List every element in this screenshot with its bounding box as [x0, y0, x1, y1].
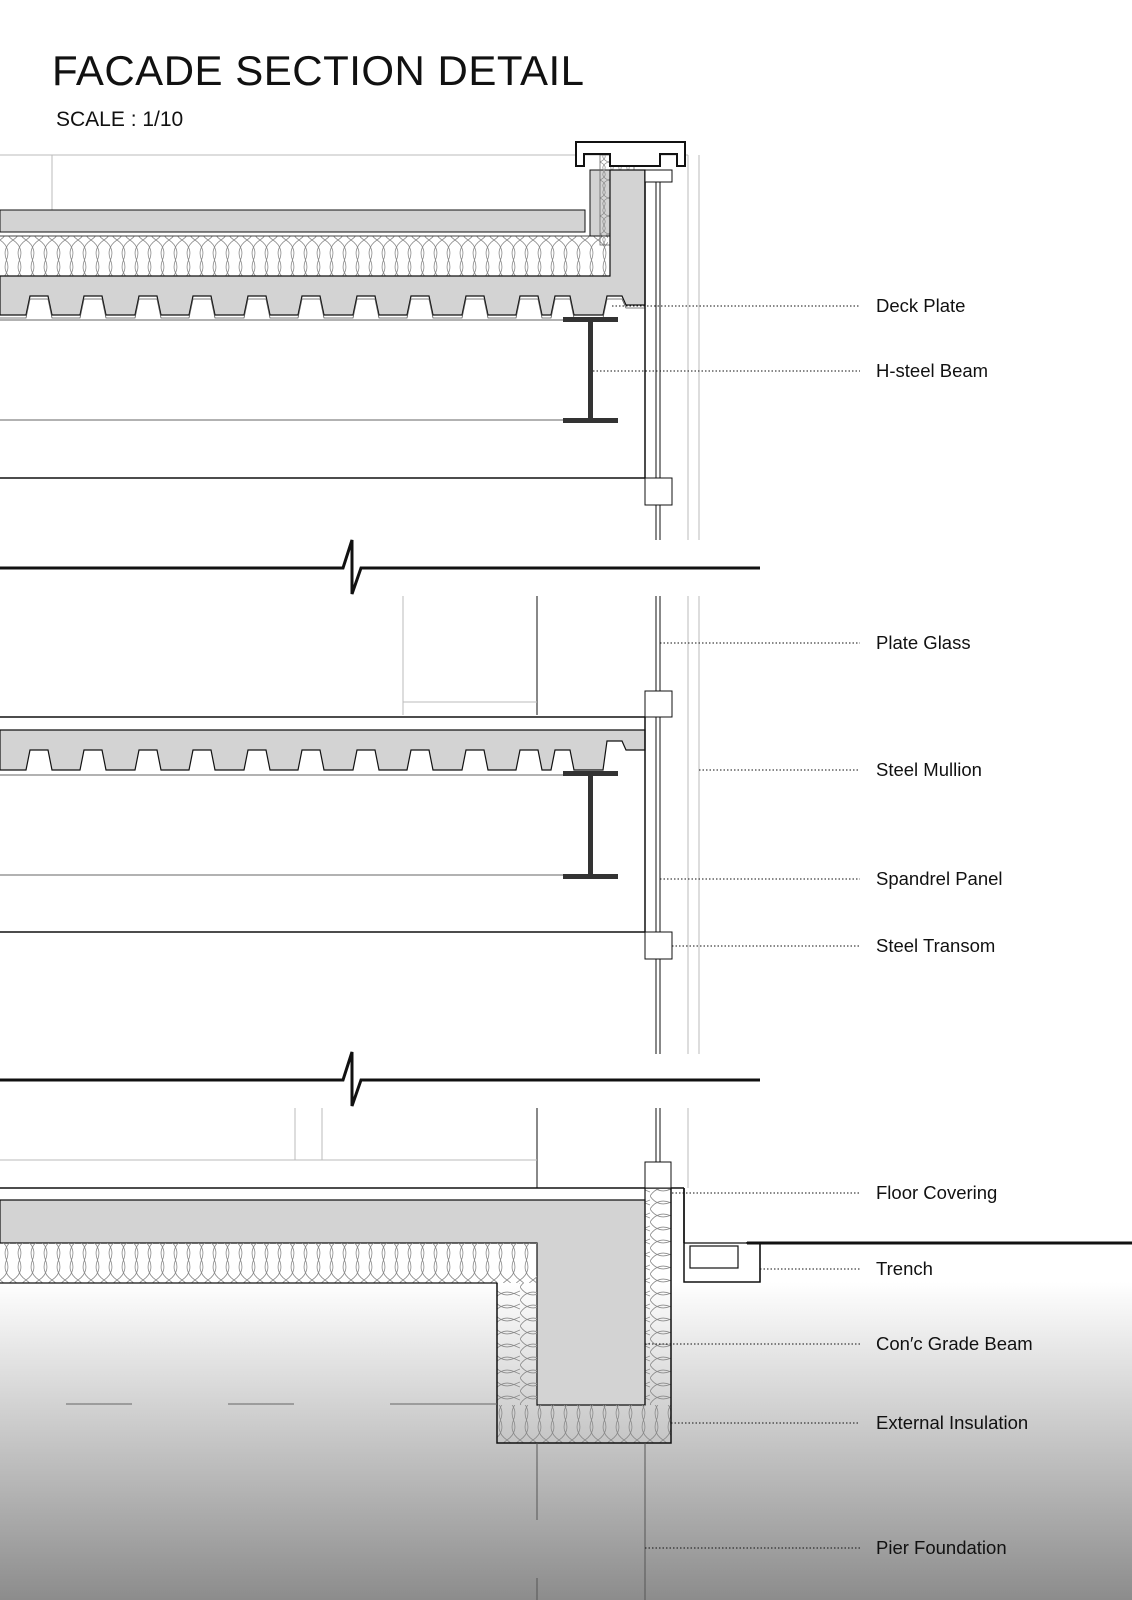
- scale-note: SCALE : 1/10: [56, 108, 184, 131]
- label-steel-mullion: Steel Mullion: [876, 759, 982, 780]
- roof-section: [0, 141, 700, 540]
- leader-lines: [593, 305, 860, 1549]
- label-external-insulation: External Insulation: [876, 1412, 1029, 1433]
- label-h-steel-beam: H-steel Beam: [876, 360, 989, 381]
- label-conc-grade-beam: Con′c Grade Beam: [876, 1333, 1033, 1354]
- ground-floor-section: [0, 1108, 1132, 1600]
- break-line-upper: [0, 539, 760, 595]
- break-line-lower: [0, 1051, 760, 1107]
- label-floor-covering: Floor Covering: [876, 1182, 998, 1203]
- label-steel-transom: Steel Transom: [876, 935, 996, 956]
- label-spandrel-panel: Spandrel Panel: [876, 868, 1003, 889]
- middle-floor-section: [0, 596, 700, 1054]
- label-plate-glass: Plate Glass: [876, 632, 971, 653]
- label-deck-plate: Deck Plate: [876, 295, 966, 316]
- sheet-title: FACADE SECTION DETAIL: [52, 47, 585, 94]
- label-pier-foundation: Pier Foundation: [876, 1537, 1007, 1558]
- label-trench: Trench: [876, 1258, 933, 1279]
